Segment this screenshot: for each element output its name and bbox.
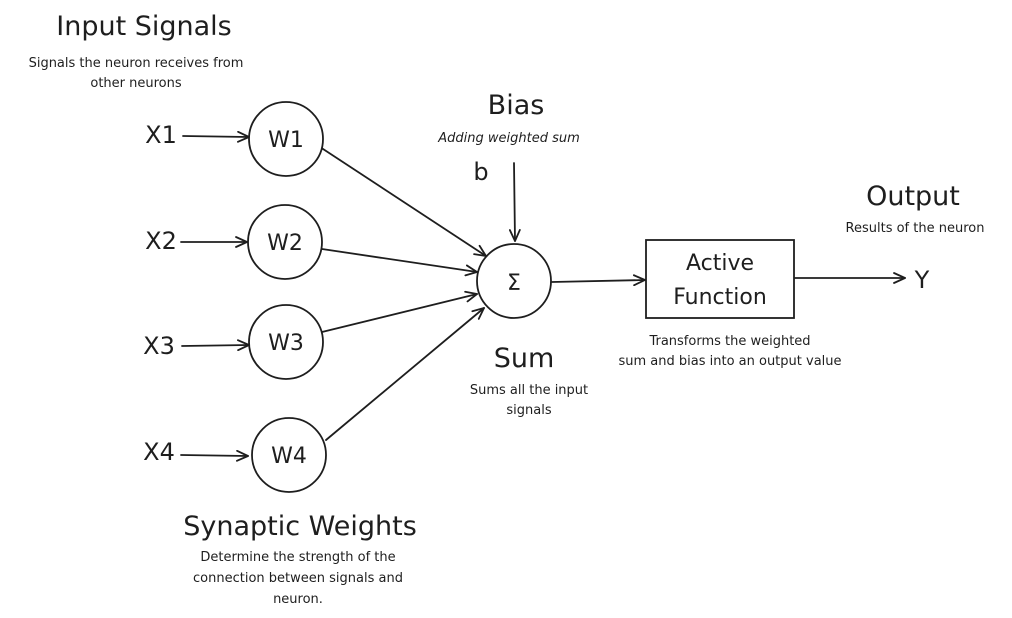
input-label-x3: X3 [143, 332, 175, 360]
weight-node-w2: W2 [247, 204, 323, 280]
weight-label-w3: W3 [268, 331, 304, 356]
output-desc: Results of the neuron [846, 221, 985, 236]
output-title: Output [866, 181, 960, 212]
activation-desc-line-2: sum and bias into an output value [618, 354, 841, 369]
bias-title: Bias [488, 90, 545, 121]
weight-label-w4: W4 [271, 444, 307, 469]
bias-desc: Adding weighted sum [437, 131, 580, 146]
weight-node-w4: W4 [251, 417, 327, 493]
weight-label-w1: W1 [268, 128, 304, 153]
activation-desc-line-1: Transforms the weighted [648, 334, 810, 349]
arrow-sum-to-activation [551, 274, 646, 287]
synaptic-weights-desc-line-2: connection between signals and [193, 571, 403, 586]
arrow-x4-to-w4 [180, 449, 249, 462]
synaptic-weights-title: Synaptic Weights [183, 511, 417, 542]
arrow-bias-to-sum [508, 162, 521, 242]
input-signals-desc-line-1: Signals the neuron receives from [29, 56, 244, 71]
weight-label-w2: W2 [267, 231, 303, 256]
sum-title: Sum [494, 343, 555, 374]
sum-desc-line-2: signals [506, 403, 551, 418]
sum-symbol: Σ [507, 271, 521, 296]
activation-label-line-2: Function [673, 285, 767, 310]
arrow-w3-to-sum [321, 290, 478, 333]
input-label-x4: X4 [143, 438, 175, 466]
weight-node-w3: W3 [248, 304, 324, 380]
synaptic-weights-desc-line-1: Determine the strength of the [200, 550, 395, 565]
synaptic-weights-desc-line-3: neuron. [273, 592, 323, 607]
input-signals-title: Input Signals [56, 11, 232, 42]
weight-node-w1: W1 [248, 101, 324, 177]
output-symbol: Y [914, 266, 930, 294]
input-signals-desc-line-2: other neurons [90, 76, 181, 91]
activation-label-line-1: Active [686, 251, 754, 276]
sum-desc-line-1: Sums all the input [470, 383, 588, 398]
arrow-w1-to-sum [319, 146, 487, 257]
arrow-w4-to-sum [325, 307, 485, 441]
arrow-x1-to-w1 [182, 130, 250, 143]
bias-symbol: b [473, 158, 488, 186]
activation-function-box: Active Function [645, 239, 795, 319]
input-label-x2: X2 [145, 227, 177, 255]
arrow-w2-to-sum [321, 248, 478, 277]
arrow-x3-to-w3 [181, 339, 250, 352]
input-label-x1: X1 [145, 121, 177, 149]
sum-node: Σ [476, 243, 552, 319]
